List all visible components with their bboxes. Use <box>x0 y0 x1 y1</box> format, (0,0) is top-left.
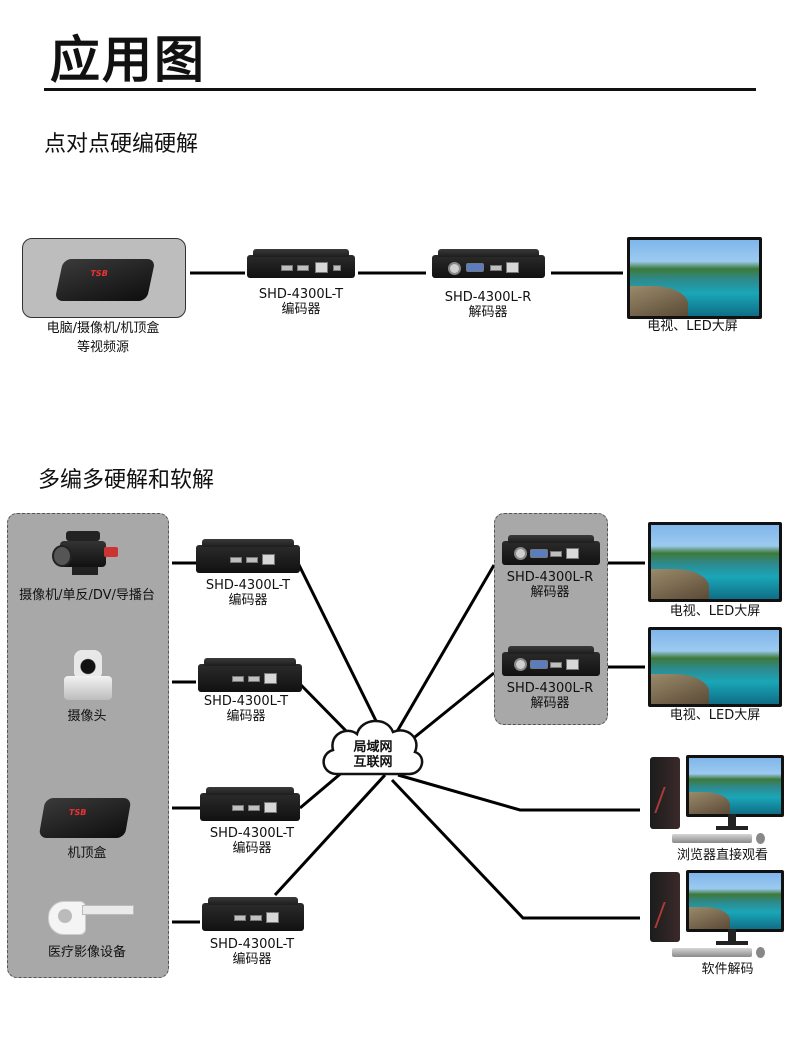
page-title: 应用图 <box>50 31 206 89</box>
mouse-icon <box>756 833 765 844</box>
link-enc3-cloud <box>299 768 346 810</box>
source-label-medical: 医疗影像设备 <box>47 945 126 960</box>
decoder-device-icon <box>432 249 545 278</box>
monitor-stand <box>728 814 736 828</box>
source-label-line2: 等视频源 <box>76 340 129 355</box>
cloud-label-line2: 互联网 <box>353 755 393 770</box>
keyboard-icon <box>672 948 752 957</box>
link-enc1-cloud <box>296 562 385 736</box>
decoder-device-icon <box>502 646 600 676</box>
monitor-base <box>716 826 748 830</box>
encoder-device-icon <box>200 787 300 821</box>
output-label-software: 软件解码 <box>701 962 754 977</box>
monitor-base <box>716 941 748 945</box>
link-cloud-pc2 <box>390 778 640 920</box>
encoder-device-icon <box>202 897 304 931</box>
link-cloud-pc1 <box>397 773 640 812</box>
encoder-model: SHD-4300L-T <box>205 578 291 593</box>
video-source-box: TSB <box>22 238 186 318</box>
display-label: 电视、LED大屏 <box>669 708 761 723</box>
encoder-model: SHD-4300L-T <box>209 826 295 841</box>
decoder-model: SHD-4300L-R <box>506 570 594 585</box>
decoder-role: 解码器 <box>468 305 508 320</box>
keyboard-icon <box>672 834 752 843</box>
encoder-device-icon <box>196 539 300 573</box>
pc-monitor-icon <box>686 870 784 932</box>
encoder-model: SHD-4300L-T <box>209 937 295 952</box>
mouse-icon <box>756 947 765 958</box>
encoder-role: 编码器 <box>226 709 266 724</box>
decoder-model: SHD-4300L-R <box>444 290 532 305</box>
sources-panel <box>7 513 169 978</box>
set-top-box-icon: TSB <box>54 259 156 301</box>
encoder-role: 编码器 <box>228 593 268 608</box>
source-label-line1: 电脑/摄像机/机顶盒 <box>46 321 160 336</box>
source-label-ptz: 摄像头 <box>67 709 107 724</box>
decoder-role: 解码器 <box>530 696 570 711</box>
cloud-icon <box>322 719 424 776</box>
decoder-device-icon <box>502 535 600 565</box>
display-tv-icon <box>627 237 762 319</box>
display-tv-icon <box>648 522 782 602</box>
link-enc4-cloud <box>273 773 387 897</box>
encoder-role: 编码器 <box>232 841 272 856</box>
encoder-role: 编码器 <box>232 952 272 967</box>
section2-title: 多编多硬解和软解 <box>38 468 215 493</box>
set-top-box-icon: TSB <box>38 798 132 838</box>
display-label: 电视、LED大屏 <box>669 604 761 619</box>
decoder-model: SHD-4300L-R <box>506 681 594 696</box>
encoder-role: 编码器 <box>281 302 321 317</box>
section1-title: 点对点硬编硬解 <box>44 132 199 157</box>
encoder-device-icon <box>247 249 355 278</box>
encoder-model: SHD-4300L-T <box>258 287 344 302</box>
pc-tower-icon <box>650 757 680 829</box>
pc-tower-icon <box>650 872 680 942</box>
encoder-device-icon <box>198 658 302 692</box>
encoder-model: SHD-4300L-T <box>203 694 289 709</box>
link-cloud-dec2 <box>404 671 495 747</box>
medical-imaging-icon <box>46 895 136 937</box>
cinema-camera-icon <box>52 527 124 579</box>
display-label: 电视、LED大屏 <box>647 319 738 334</box>
source-label-camera: 摄像机/单反/DV/导播台 <box>19 588 155 603</box>
display-tv-icon <box>648 627 782 707</box>
source-label-stb: 机顶盒 <box>67 846 107 861</box>
output-label-browser: 浏览器直接观看 <box>676 848 768 863</box>
pc-monitor-icon <box>686 755 784 817</box>
title-divider <box>44 88 756 91</box>
cloud-label-line1: 局域网 <box>353 740 393 755</box>
decoder-role: 解码器 <box>530 585 570 600</box>
link-cloud-dec1 <box>393 564 496 736</box>
monitor-stand <box>728 929 736 943</box>
ptz-camera-icon <box>60 650 116 702</box>
